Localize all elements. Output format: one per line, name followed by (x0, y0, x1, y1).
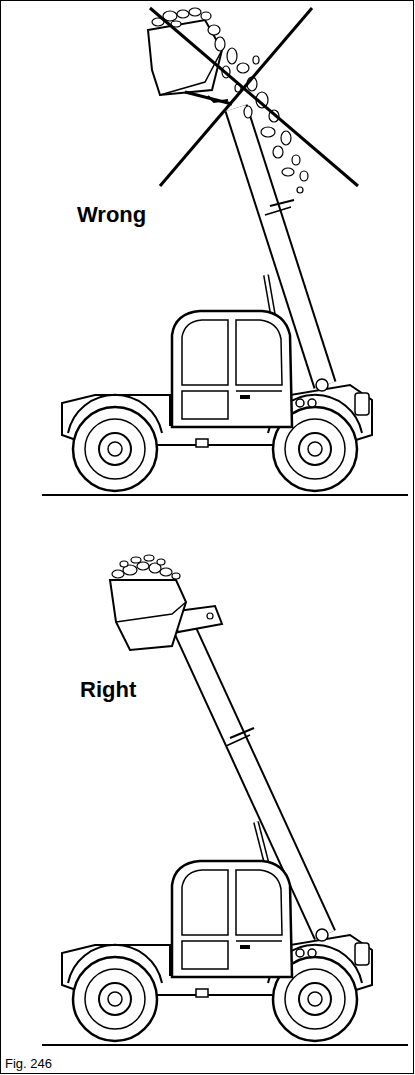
state-label: Wrong (77, 202, 146, 228)
wrong-cross (160, 8, 312, 186)
state-label: Right (80, 677, 136, 703)
wrong-cross (150, 8, 358, 186)
wrong-machine (42, 8, 408, 495)
right-machine (42, 555, 408, 1045)
figure-caption: Fig. 246 (5, 1056, 52, 1071)
